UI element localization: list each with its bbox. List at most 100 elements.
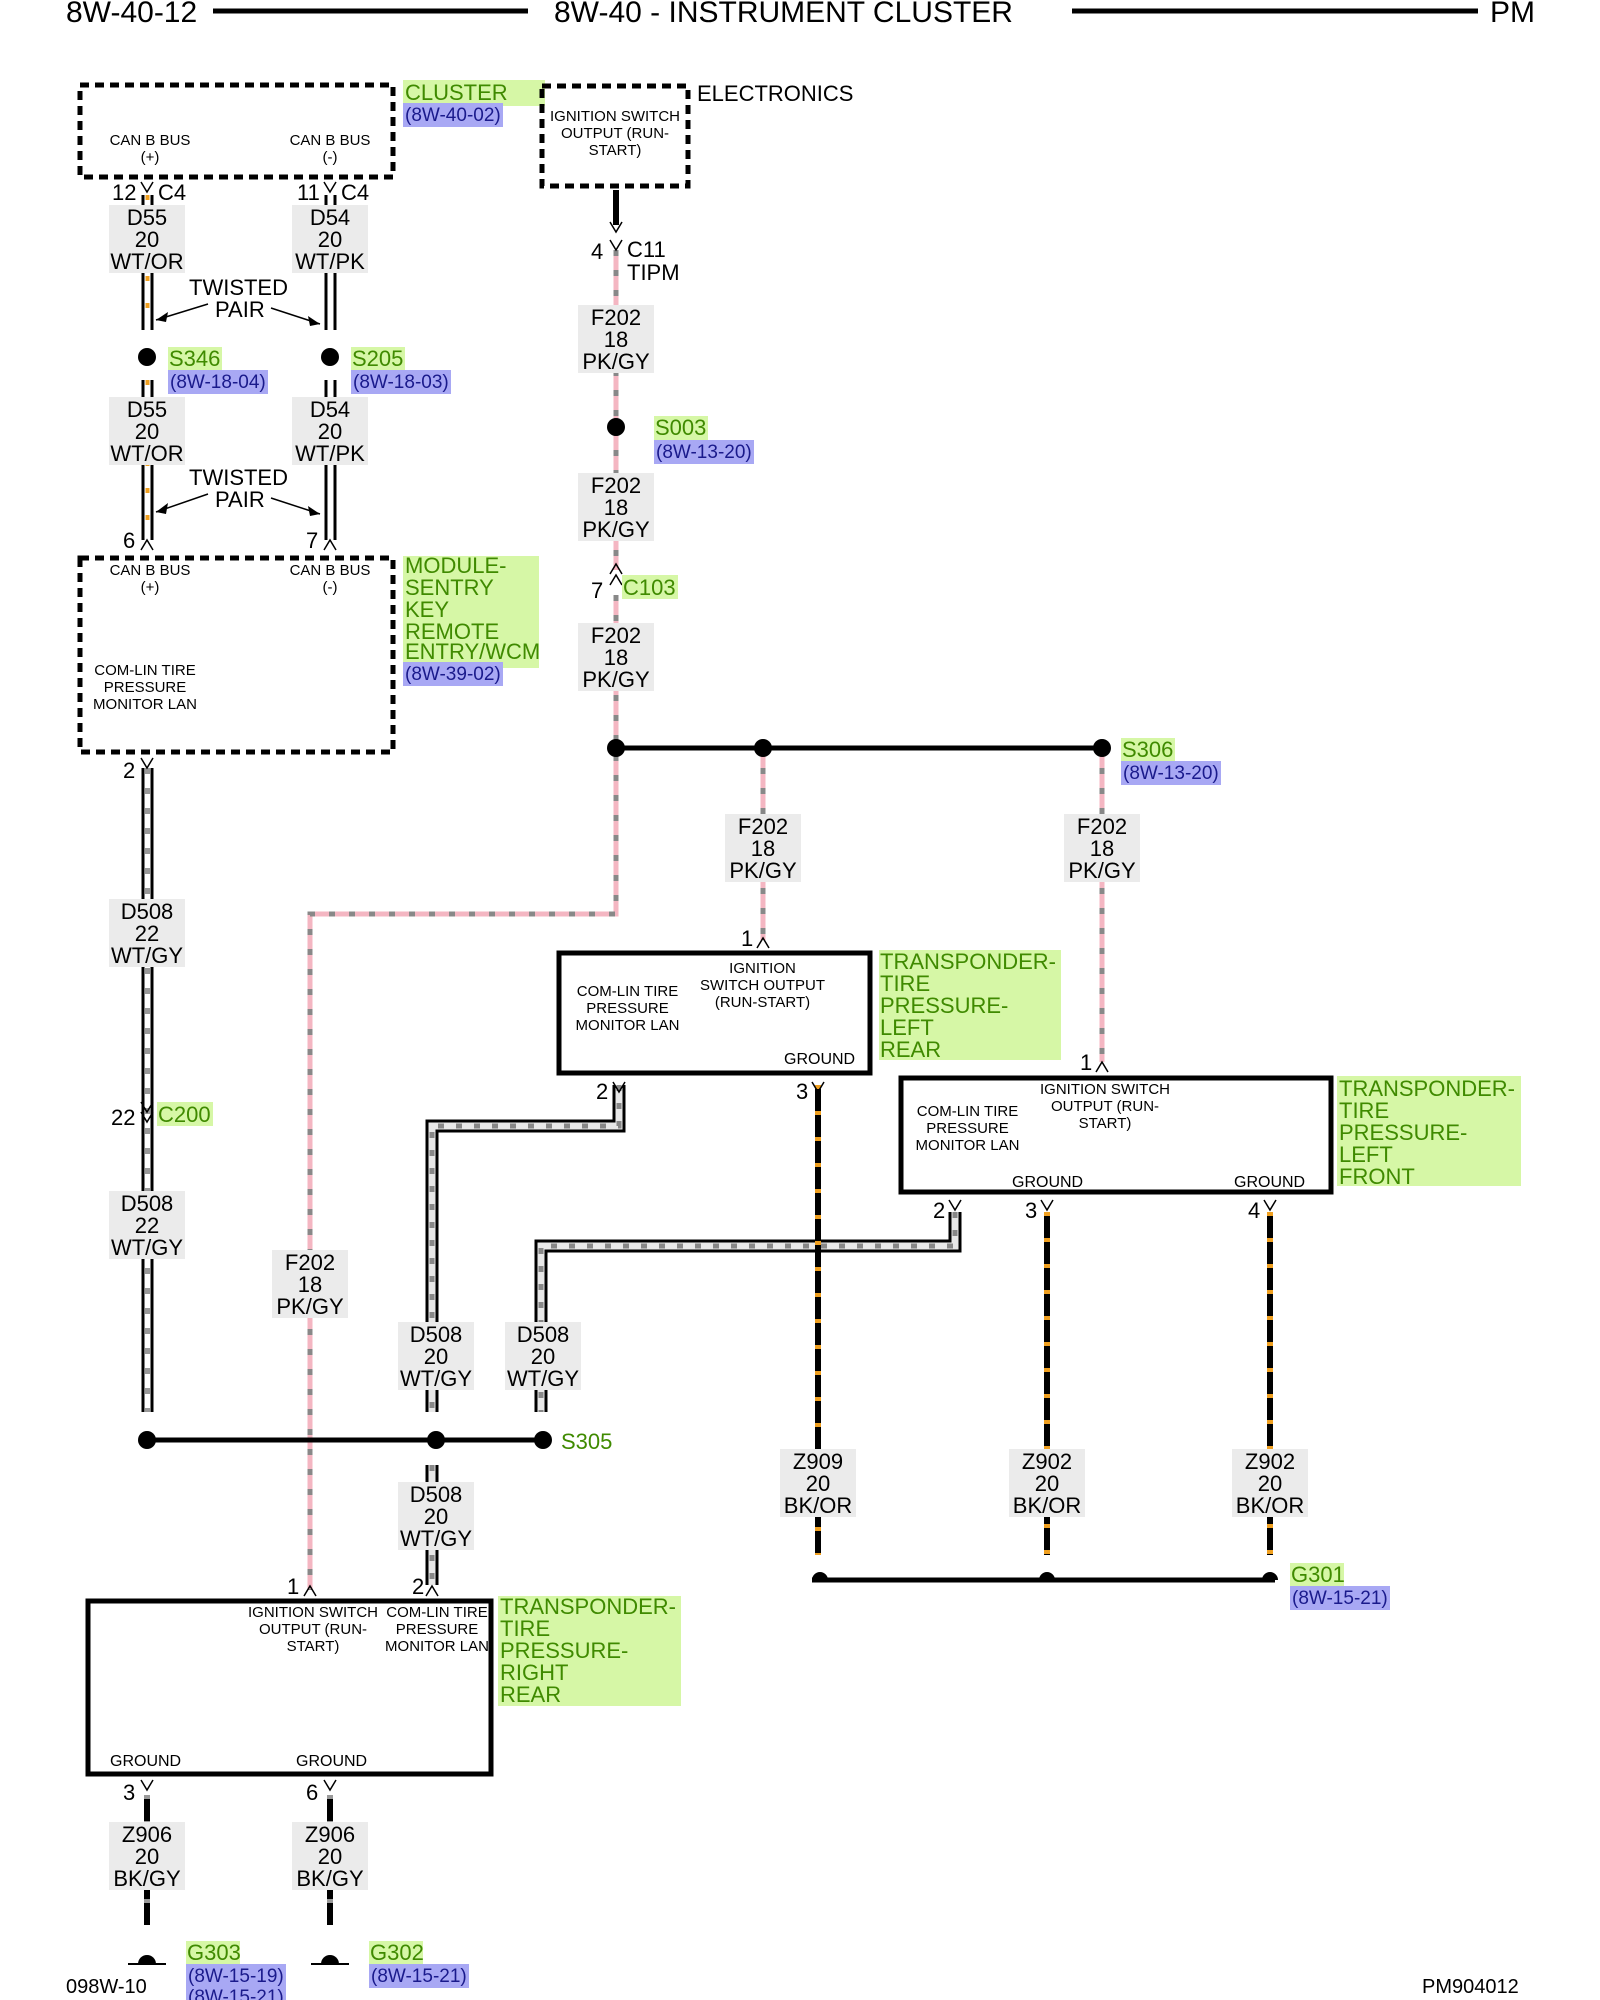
wire-color: BK/OR bbox=[1236, 1493, 1304, 1518]
lr-pin-gnd: GROUND bbox=[784, 1051, 855, 1068]
wire-circuit: F202 bbox=[738, 814, 788, 839]
footer: 098W-10 PM904012 bbox=[66, 1976, 1519, 1998]
c103-name: C103 bbox=[623, 575, 676, 600]
lf-name-l2: TIRE bbox=[1339, 1098, 1389, 1123]
c200-name: C200 bbox=[158, 1102, 211, 1127]
lr-pin-2: 2 bbox=[596, 1079, 608, 1104]
c4b-pin: 11 bbox=[297, 180, 320, 205]
sentry-ref: (8W-39-02) bbox=[405, 664, 501, 685]
c11-pin: 4 bbox=[591, 239, 603, 264]
wire-circuit: Z902 bbox=[1245, 1449, 1295, 1474]
s305-label: S305 bbox=[561, 1429, 612, 1454]
rr-pin-1: 1 bbox=[287, 1574, 299, 1599]
s205-label: S205 bbox=[352, 346, 403, 371]
wire-gauge: 18 bbox=[604, 645, 628, 670]
lr-pin-ign: IGNITION SWITCH OUTPUT (RUN-START) bbox=[700, 960, 825, 1011]
wire-gauge: 18 bbox=[604, 495, 628, 520]
wire-gauge: 22 bbox=[135, 921, 159, 946]
c4a-pin: 12 bbox=[112, 180, 136, 205]
wire-circuit: D55 bbox=[127, 397, 167, 422]
g303-ref1: (8W-15-19) bbox=[188, 1966, 284, 1987]
wire-gauge: 18 bbox=[298, 1272, 322, 1297]
sentry-module-component: MODULE- SENTRY KEY REMOTE ENTRY/WCM (8W-… bbox=[77, 553, 540, 755]
electronics-label: ELECTRONICS bbox=[697, 81, 853, 106]
splices: S346 (8W-18-04) S205 (8W-18-03) S003 (8W… bbox=[138, 346, 1221, 1454]
wire-circuit: D508 bbox=[121, 1191, 174, 1216]
sentry-pin-can-pos: CAN B BUS (+) bbox=[109, 562, 191, 596]
pair-note-1: PAIR bbox=[215, 297, 265, 322]
c103-pin: 7 bbox=[591, 578, 603, 603]
grounds: G301 (8W-15-21) G303 (8W-15-19) (8W-15-2… bbox=[128, 1562, 1390, 2000]
wire-color: PK/GY bbox=[582, 349, 650, 374]
lf-name-l1: TRANSPONDER- bbox=[1339, 1076, 1515, 1101]
wire-gauge: 20 bbox=[318, 1844, 342, 1869]
wire-gauge: 18 bbox=[604, 327, 628, 352]
wire-color: WT/OR bbox=[110, 249, 183, 274]
s346-label: S346 bbox=[169, 346, 220, 371]
wire-gauge: 20 bbox=[135, 1844, 159, 1869]
twisted-note-1: TWISTED bbox=[189, 275, 288, 300]
wire-color: WT/GY bbox=[507, 1366, 579, 1391]
header: 8W-40-12 8W-40 - INSTRUMENT CLUSTER PM bbox=[66, 0, 1535, 29]
g301-label: G301 bbox=[1291, 1562, 1345, 1587]
wire-gauge: 20 bbox=[135, 419, 159, 444]
lf-name-l3: PRESSURE- bbox=[1339, 1120, 1467, 1145]
wire-color: PK/GY bbox=[276, 1294, 344, 1319]
lr-pin-lin: COM-LIN TIRE PRESSURE MONITOR LAN bbox=[575, 983, 680, 1034]
wire-gauge: 20 bbox=[135, 227, 159, 252]
c200-pin: 22 bbox=[111, 1105, 135, 1130]
lf-pin-ign: IGNITION SWITCH OUTPUT (RUN-START) bbox=[1040, 1081, 1170, 1132]
lr-name-l4: LEFT bbox=[880, 1015, 934, 1040]
lr-pin-1: 1 bbox=[741, 926, 753, 951]
g301-ref: (8W-15-21) bbox=[1292, 1588, 1388, 1609]
s205-ref: (8W-18-03) bbox=[353, 372, 449, 393]
lf-pin-3: 3 bbox=[1025, 1198, 1037, 1223]
footer-right: PM904012 bbox=[1422, 1976, 1519, 1998]
lf-pin-1: 1 bbox=[1080, 1050, 1092, 1075]
rr-name-l5: REAR bbox=[500, 1682, 561, 1707]
lf-pin-gnd1: GROUND bbox=[1012, 1174, 1083, 1191]
s003-label: S003 bbox=[655, 415, 706, 440]
header-left: 8W-40-12 bbox=[66, 0, 197, 29]
rr-name-l1: TRANSPONDER- bbox=[500, 1594, 676, 1619]
lr-pin-3: 3 bbox=[796, 1079, 808, 1104]
g303-ref2: (8W-15-21) bbox=[188, 1987, 284, 2000]
wire-color: WT/GY bbox=[111, 943, 183, 968]
tp-left-rear-component: TRANSPONDER- TIRE PRESSURE- LEFT REAR CO… bbox=[556, 949, 1061, 1076]
wire-circuit: Z906 bbox=[122, 1822, 172, 1847]
wire-circuit: D55 bbox=[127, 205, 167, 230]
sentry-name-l1: MODULE- bbox=[405, 553, 506, 578]
rr-pin-gnd1: GROUND bbox=[110, 1753, 181, 1770]
wire-color: PK/GY bbox=[582, 667, 650, 692]
lr-name-l5: REAR bbox=[880, 1037, 941, 1062]
wire-color: WT/GY bbox=[400, 1366, 472, 1391]
electronics-component: ELECTRONICS IGNITION SWITCH OUTPUT (RUN-… bbox=[539, 81, 853, 189]
wire-gauge: 20 bbox=[318, 227, 342, 252]
wire-circuit: Z906 bbox=[305, 1822, 355, 1847]
lr-name-l3: PRESSURE- bbox=[880, 993, 1008, 1018]
wire-circuit: F202 bbox=[591, 473, 641, 498]
sentry-pin-7: 7 bbox=[306, 528, 318, 553]
header-right: PM bbox=[1490, 0, 1535, 29]
sentry-name-l4: REMOTE bbox=[405, 619, 499, 644]
cluster-component: CLUSTER (8W-40-02) CAN B BUS (+) CAN B B… bbox=[77, 80, 545, 180]
s306-label: S306 bbox=[1122, 737, 1173, 762]
rr-pin-ign: IGNITION SWITCH OUTPUT (RUN-START) bbox=[248, 1604, 378, 1655]
cluster-pin-can-neg: CAN B BUS (-) bbox=[289, 132, 371, 166]
rr-pin-gnd2: GROUND bbox=[296, 1753, 367, 1770]
wire-circuit: D508 bbox=[517, 1322, 570, 1347]
electronics-pin-ign: IGNITION SWITCH OUTPUT (RUN-START) bbox=[550, 108, 680, 159]
lr-name-l1: TRANSPONDER- bbox=[880, 949, 1056, 974]
wire-circuit: F202 bbox=[591, 623, 641, 648]
wire-color: BK/OR bbox=[784, 1493, 852, 1518]
wire-circuit: D54 bbox=[310, 205, 350, 230]
